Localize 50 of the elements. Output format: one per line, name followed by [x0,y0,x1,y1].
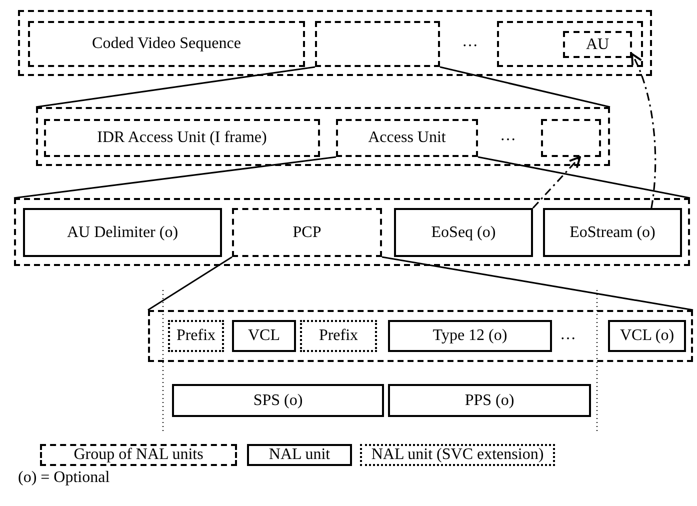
arrow [631,52,656,208]
legend-item: Group of NAL units [40,444,237,466]
ellipsis-label: … [560,327,576,343]
expansion-line [148,256,232,311]
node-label: AU [586,36,610,52]
legend-note: (o) = Optional [18,470,110,486]
node-label: Prefix [176,328,216,344]
node-label: PPS (o) [464,392,514,408]
nal-unit-box [232,320,296,352]
node-label: EoSeq (o) [431,224,496,240]
svc-nal-unit-box [168,320,224,352]
nal-group-box [18,10,652,76]
node-label: VCL [248,328,280,344]
node-label: SPS (o) [253,392,303,408]
node-label: Prefix [318,328,358,344]
ellipsis-label: … [500,128,516,144]
nal-unit-box [172,384,384,417]
svc-nal-unit-box [300,320,377,352]
nal-group-box [28,21,305,67]
nal-unit-box [388,384,591,417]
arrow [532,156,581,209]
nal-unit-box [394,208,533,257]
ellipsis-label: … [462,34,478,50]
nal-unit-box [23,208,222,257]
nal-unit-box [543,208,682,257]
nal-group-box [315,21,440,67]
node-label: IDR Access Unit (I frame) [97,130,267,146]
nal-group-box [497,21,643,67]
node-label: AU Delimiter (o) [66,224,178,240]
nal-group-box [14,198,690,266]
node-label: Type 12 (o) [432,328,508,344]
nal-group-box [36,107,610,166]
expansion-line [14,156,336,199]
legend-item: NAL unit (SVC extension) [360,444,555,466]
nal-unit-box [608,320,686,352]
legend-item: NAL unit [247,444,352,466]
expansion-line [440,66,610,108]
nal-group-box [232,208,382,257]
node-label: EoStream (o) [570,224,656,240]
node-label: Coded Video Sequence [92,36,241,52]
nal-unit-box [388,320,552,352]
nal-group-box [148,310,693,362]
nal-group-box [563,31,632,58]
node-label: Access Unit [368,130,446,146]
nal-group-box [541,119,601,157]
node-label: PCP [292,224,322,240]
nal-group-box [336,119,478,157]
nal-group-box [44,119,320,157]
expansion-line [478,156,690,199]
node-label: VCL (o) [620,328,674,344]
